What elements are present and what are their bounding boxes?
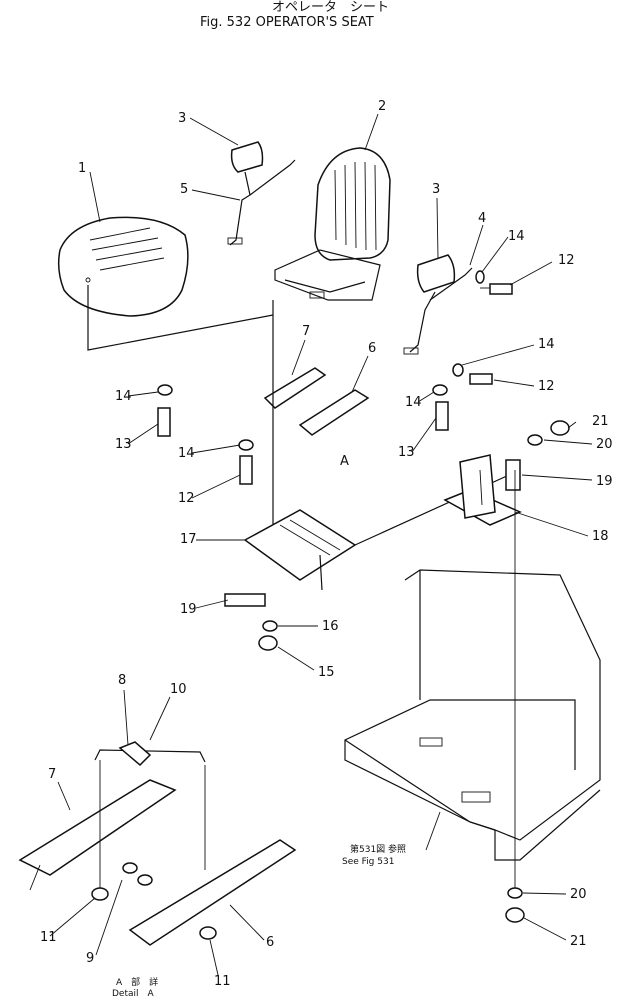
base-frame: [344, 470, 601, 890]
callout: 12: [178, 491, 195, 506]
callout: 7: [302, 324, 310, 339]
callout: 6: [266, 935, 274, 950]
callout: 12: [538, 379, 555, 394]
callout: 14: [115, 389, 132, 404]
callout: 20: [570, 887, 587, 902]
callout: 12: [558, 253, 575, 268]
bolts-right-group: [452, 270, 513, 385]
callout: 21: [592, 414, 609, 429]
callout: 7: [48, 767, 56, 782]
seat-frame-part: [274, 147, 391, 301]
slide-rail-6: [298, 389, 370, 436]
callout: 5: [180, 182, 188, 197]
detail-caption-en: Detail A: [112, 989, 155, 999]
title-english: Fig. 532 OPERATOR'S SEAT: [200, 15, 374, 30]
callout: 8: [118, 673, 126, 688]
callout: 14: [178, 446, 195, 461]
slide-rail-7: [263, 300, 327, 530]
callout: 19: [596, 474, 613, 489]
callout: 17: [180, 532, 197, 547]
nut-15: [258, 635, 278, 651]
nut-21-bottom: [505, 907, 525, 923]
detail-a-assembly: [18, 741, 297, 946]
callout: 14: [405, 395, 422, 410]
callout: 14: [538, 337, 555, 352]
callout: 15: [318, 665, 335, 680]
callout: 1: [78, 161, 86, 176]
callout: 14: [508, 229, 525, 244]
detail-caption-jp: A 部 詳: [116, 976, 158, 988]
bolt-13-left: [157, 384, 173, 437]
title-japanese: オペレータ シート: [272, 0, 389, 15]
callout: 18: [592, 529, 609, 544]
seat-cushion-part: [57, 216, 274, 351]
washer-20-top: [527, 434, 543, 446]
callout: 3: [178, 111, 186, 126]
callout: 13: [115, 437, 132, 452]
callout: 6: [368, 341, 376, 356]
callout: 21: [570, 934, 587, 949]
callout-labels: 1 2 3 3 4 5 6 7 12 14 14 14 12 14 13 14 …: [40, 99, 613, 989]
bolt-19-right: [505, 459, 521, 491]
callout: 3: [432, 182, 440, 197]
bolt-19-left: [224, 593, 266, 607]
armrest-right-part: [403, 254, 473, 355]
armrest-left-part: [227, 141, 296, 246]
callout: 20: [596, 437, 613, 452]
washer-20-bottom: [507, 887, 523, 899]
callout: 10: [170, 682, 187, 697]
callout: 13: [398, 445, 415, 460]
nut-21-top: [550, 420, 570, 436]
callout: 9: [86, 951, 94, 966]
callout: 16: [322, 619, 339, 634]
leader-lines: [49, 113, 593, 976]
washer-16: [262, 620, 278, 632]
detail-marker: A: [340, 454, 349, 469]
reference-note-jp: 第531図 参照: [350, 843, 406, 855]
callout: 11: [214, 974, 231, 989]
callout: 19: [180, 602, 197, 617]
reference-note-en: See Fig 531: [342, 857, 394, 867]
mount-plate-17: [243, 469, 521, 591]
bracket-18: [443, 454, 522, 526]
bolt-12-center: [238, 439, 254, 485]
callout: 2: [378, 99, 386, 114]
callout: 4: [478, 211, 486, 226]
bolt-13-right: [432, 384, 449, 431]
